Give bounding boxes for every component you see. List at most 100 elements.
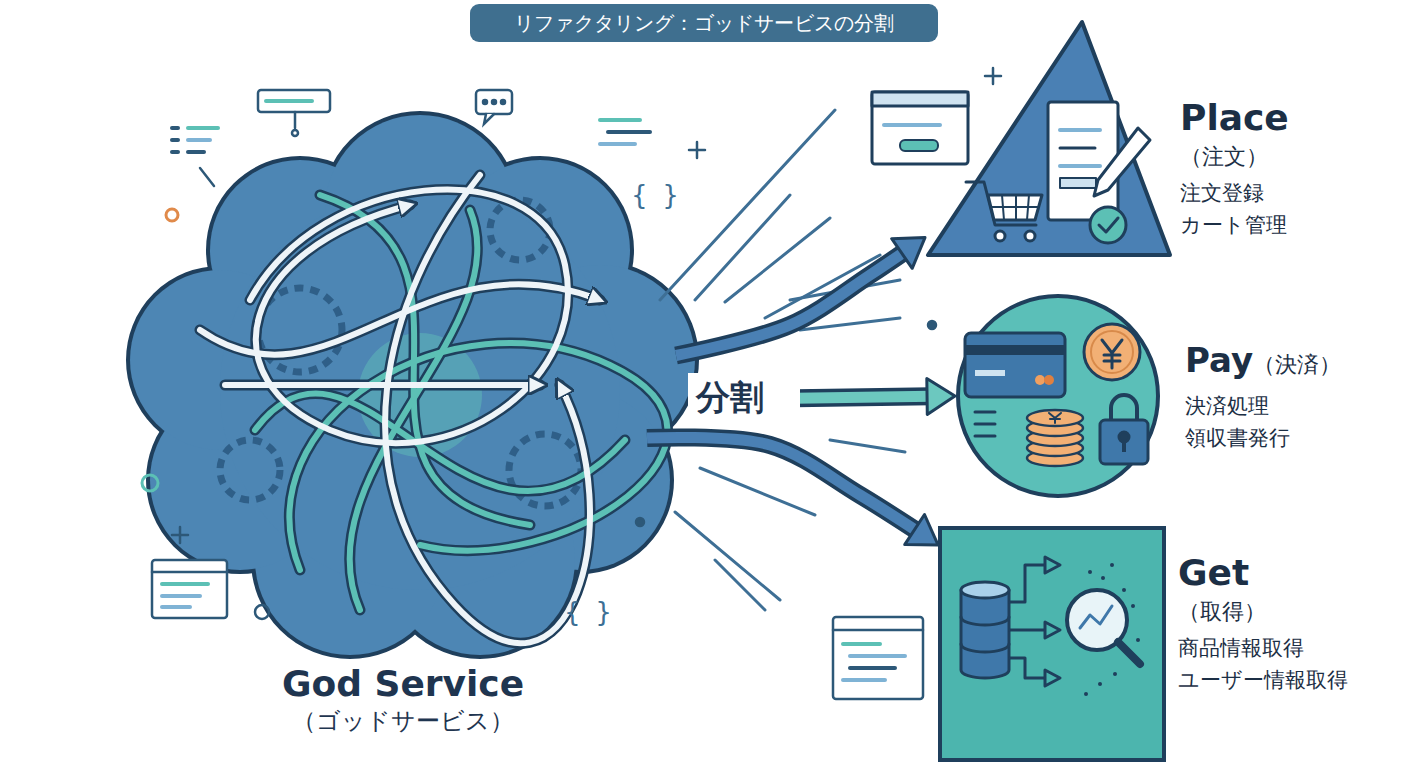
- place-illustration: [1060, 178, 1096, 188]
- arrow-head: [905, 515, 938, 545]
- node-text: Place（注文） 注文登録 カート管理: [1180, 96, 1390, 241]
- tangle-white: [385, 175, 590, 643]
- pay-illustration: [1027, 450, 1083, 466]
- tangle-teal: [350, 210, 478, 610]
- place-service-node: Place（注文） 注文登録 カート管理: [925, 18, 1395, 262]
- floating-icons: [172, 527, 188, 543]
- place-illustration: [900, 140, 938, 151]
- tangle-white: [200, 175, 600, 643]
- node-shape: [125, 108, 705, 658]
- node-text: Pay（決済）決済処理 領収書発行: [1185, 340, 1400, 454]
- place-illustration: [1090, 207, 1126, 243]
- floating-icons: [188, 150, 204, 154]
- pay-illustration: [1084, 324, 1140, 380]
- get-illustration: [1101, 576, 1105, 580]
- floating-icons: [850, 666, 895, 670]
- blob-gears: [509, 434, 581, 506]
- speed-lines: [700, 468, 815, 515]
- get-illustration: [1113, 672, 1117, 676]
- connector-outline: [647, 437, 938, 544]
- pay-illustration: [1044, 375, 1054, 385]
- speed-lines: [800, 318, 900, 330]
- node-heading: Pay: [1185, 340, 1253, 380]
- connector-outline: [676, 238, 925, 356]
- node-heading: God Service: [125, 663, 681, 705]
- speed-lines: [830, 440, 905, 452]
- get-illustration: [1131, 604, 1135, 608]
- node-heading: Get: [1178, 551, 1393, 595]
- blob-gears: [220, 440, 280, 500]
- speed-lines: [660, 110, 835, 300]
- floating-icons: [928, 321, 936, 329]
- place-illustration: [1048, 102, 1118, 220]
- pay-illustration: [1100, 420, 1148, 464]
- floating-icons: [166, 209, 178, 221]
- get-illustration: [1110, 563, 1114, 567]
- pay-illustration: [1027, 430, 1083, 446]
- tangle-teal: [320, 195, 530, 525]
- pay-illustration: [1119, 432, 1129, 442]
- tangle-outline: [320, 195, 530, 525]
- floating-icons: [483, 100, 487, 104]
- floating-icons: [833, 617, 923, 699]
- arrow-head: [927, 378, 955, 414]
- floating-icons: [608, 130, 650, 134]
- floating-icons: [636, 518, 644, 526]
- tangle-outline: [250, 189, 568, 443]
- speed-lines: [660, 110, 905, 610]
- floating-icons: [833, 629, 923, 632]
- pay-illustration: [1027, 410, 1083, 426]
- get-illustration: [1045, 622, 1060, 638]
- triangle-shape: [928, 22, 1170, 255]
- node-body: （ゴッドサービス）: [125, 705, 681, 737]
- code-brace-label: { }: [565, 597, 612, 627]
- tangle-white: [250, 189, 568, 443]
- split-arrow: [676, 238, 925, 356]
- get-illustration: [961, 617, 1009, 652]
- place-illustration: [966, 182, 1036, 225]
- node-body: 注文登録 カート管理: [1180, 177, 1305, 241]
- code-brace-label: { }: [632, 180, 679, 210]
- tangle-white: [200, 284, 600, 355]
- floating-icons: [492, 100, 496, 104]
- floating-icons: [188, 126, 218, 130]
- pay-illustration: [975, 435, 995, 438]
- pay-illustration: [1027, 440, 1083, 456]
- floating-icons: [843, 642, 880, 646]
- node-shape: [955, 293, 1161, 499]
- floating-icons: [294, 112, 297, 128]
- speed-lines: [725, 218, 830, 302]
- node-subheading: （注文）: [1180, 142, 1390, 172]
- speed-lines: [790, 280, 900, 300]
- floating-icons: [476, 90, 512, 114]
- node-heading: Place: [1180, 96, 1390, 140]
- split-arrow: [647, 437, 938, 545]
- place-illustration: [991, 195, 1039, 220]
- pay-illustration: [1035, 375, 1045, 385]
- node-shape: [925, 18, 1175, 262]
- floating-icons: [200, 168, 214, 186]
- get-illustration: [1045, 670, 1060, 686]
- place-illustration: [872, 92, 1150, 243]
- place-illustration: [1060, 128, 1100, 132]
- tangle-teal: [255, 394, 625, 492]
- node-body: 決済処理 領収書発行: [1185, 390, 1310, 454]
- floating-icons: [501, 100, 505, 104]
- floating-icons: [600, 118, 640, 122]
- floating-icons: [172, 126, 178, 130]
- get-illustration: [961, 590, 1009, 678]
- pay-illustration: [1111, 395, 1137, 420]
- floating-icons: [689, 142, 705, 158]
- blob-gears: [490, 200, 550, 260]
- place-illustration: [872, 92, 968, 164]
- floating-icons: [484, 114, 494, 124]
- pay-illustration: [1049, 413, 1061, 423]
- floating-icons: [152, 560, 227, 618]
- blob-outline: [220, 190, 620, 590]
- speed-lines: [675, 512, 780, 600]
- diagram-title: リファクタリング：ゴッドサービスの分割: [470, 4, 938, 42]
- place-illustration: [1060, 164, 1100, 168]
- tangle-outline: [290, 343, 668, 570]
- floating-icons: [172, 150, 178, 154]
